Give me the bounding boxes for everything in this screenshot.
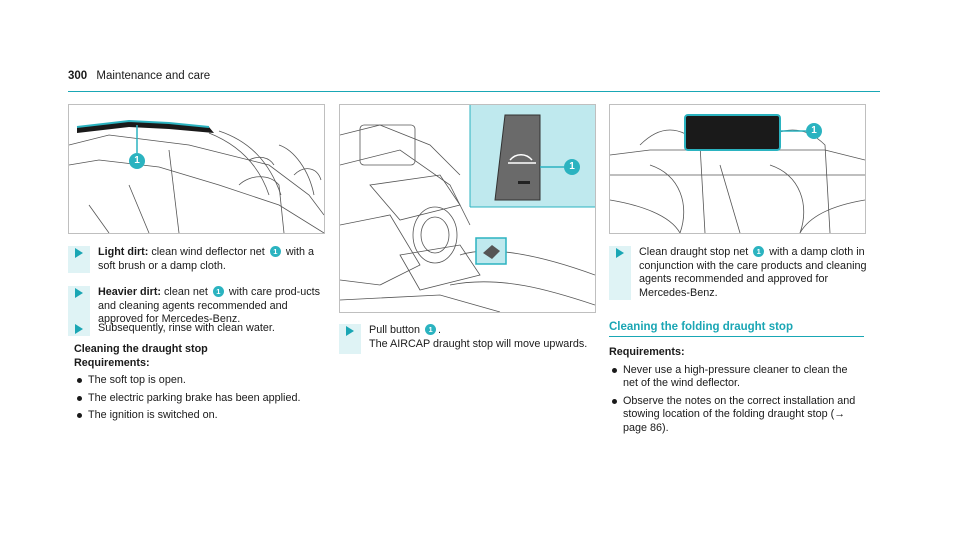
requirements-label: Requirements: [609, 346, 685, 358]
callout-1: 1 [806, 123, 822, 139]
draught-stop-requirements: Cleaning the draught stop Requirements: … [74, 343, 334, 423]
heading: Cleaning the draught stop [74, 343, 208, 355]
car-interior-drawing [69, 119, 324, 233]
folding-draught-stop-section: Cleaning the folding draught stop Requir… [609, 321, 864, 435]
step-arrow-icon [75, 288, 83, 298]
step-arrow-icon [346, 326, 354, 336]
console-drawing [340, 105, 595, 312]
list-item: Never use a high-pressure cleaner to cle… [609, 364, 864, 391]
step-pull-button: Pull button 1.The AIRCAP draught stop wi… [339, 324, 599, 354]
header-rule [68, 91, 880, 92]
page-number: 300 [68, 70, 88, 82]
step-heavier-dirt: Heavier dirt: clean net 1 with care prod… [68, 286, 328, 326]
section-title: Cleaning the folding draught stop [609, 321, 793, 333]
requirements-label: Requirements: [74, 356, 150, 369]
page-header: 300 Maintenance and care [68, 70, 210, 82]
section-name: Maintenance and care [96, 70, 211, 82]
rear-seats-drawing [610, 114, 865, 233]
center-console-illustration: 1 [339, 104, 596, 313]
section-rule [609, 336, 864, 337]
callout-1: 1 [269, 246, 281, 257]
step-clean-draught-stop-net: Clean draught stop net 1 with a damp clo… [609, 246, 871, 300]
step-rinse: Subsequently, rinse with clean water. [68, 322, 328, 336]
callout-1: 1 [129, 153, 145, 169]
step-arrow-icon [75, 248, 83, 258]
step-arrow-icon [616, 248, 624, 258]
step-arrow-icon [75, 324, 83, 334]
step-light-dirt: Light dirt: clean wind deflector net 1 w… [68, 246, 328, 273]
callout-1: 1 [425, 324, 437, 335]
callout-1: 1 [212, 286, 224, 297]
list-item: The soft top is open. [74, 374, 334, 388]
list-item: The electric parking brake has been appl… [74, 392, 334, 406]
callout-1: 1 [753, 246, 765, 257]
draught-stop-illustration: 1 [609, 104, 866, 234]
list-item: The ignition is switched on. [74, 409, 334, 423]
callout-1: 1 [564, 159, 580, 175]
list-item: Observe the notes on the correct install… [609, 395, 864, 436]
wind-deflector-illustration: 1 [68, 104, 325, 234]
